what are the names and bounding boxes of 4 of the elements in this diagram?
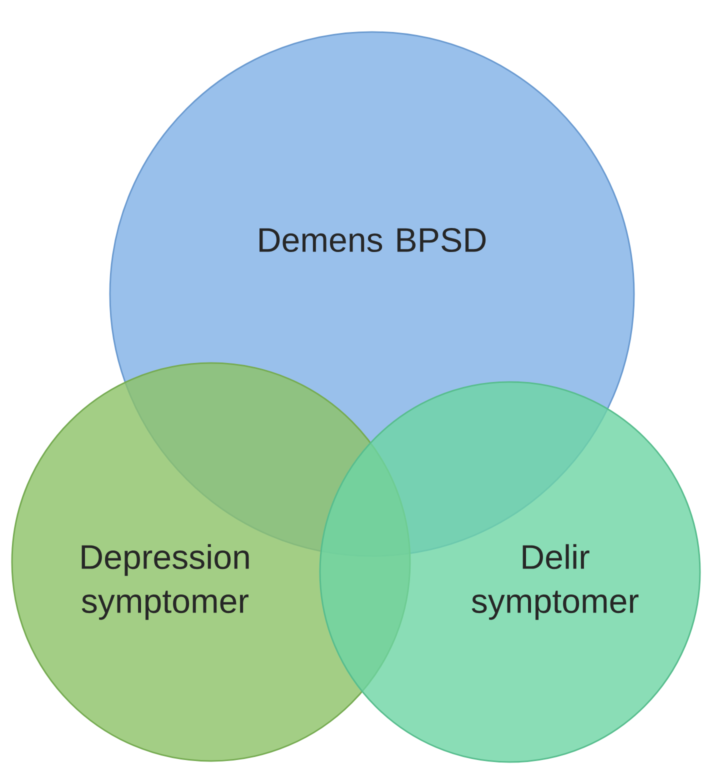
circle-label: Delir symptomer	[472, 544, 638, 620]
circle-label: Depression symptomer	[82, 544, 249, 620]
circle-label: Demens BPSD	[260, 228, 486, 252]
venn-circle	[319, 381, 701, 763]
